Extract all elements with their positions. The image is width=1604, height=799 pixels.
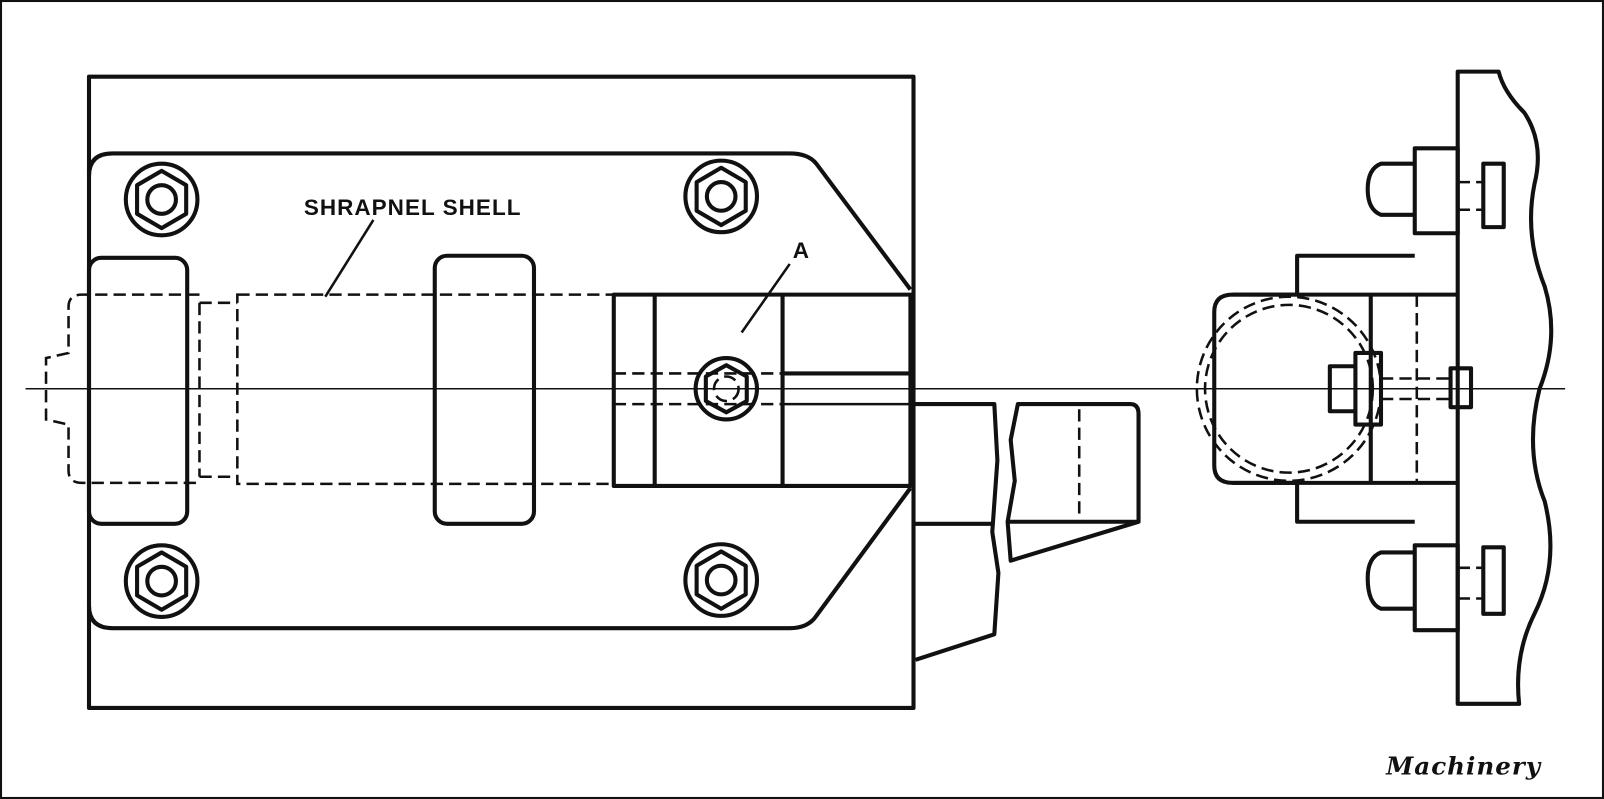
fixture-body [86,151,913,291]
arm [913,402,1001,662]
shrapnel-shell-label: SHRAPNEL SHELL [304,195,522,220]
shrapnel-shell-leader [324,219,375,298]
end-plate [1455,69,1554,706]
credit-label: Machinery [1385,751,1542,780]
bolt-boss-top [1412,146,1460,236]
middle-support-block [432,253,537,526]
point-a-leader [740,263,791,334]
clamp-screw-a [693,356,760,422]
base-plate [86,74,916,710]
point-a-label: A [793,238,810,263]
bracket [1212,253,1415,524]
fixture-body-lower [86,486,913,631]
arm-end-piece [1005,402,1141,563]
bolt-boss-bottom [1412,543,1460,633]
shell-nose-dashed [44,293,200,485]
bolt-head-bottom [1365,550,1415,611]
nut-bottom-left [123,543,200,619]
clamp-block [611,292,913,488]
shell-neck-dashed [198,301,238,479]
nut-top-left [123,161,200,238]
left-support-block [86,255,190,526]
nut-top-right [683,158,760,235]
bolt-head-top [1365,161,1415,217]
nut-bottom-right [683,542,760,618]
end-screw [1327,350,1384,427]
